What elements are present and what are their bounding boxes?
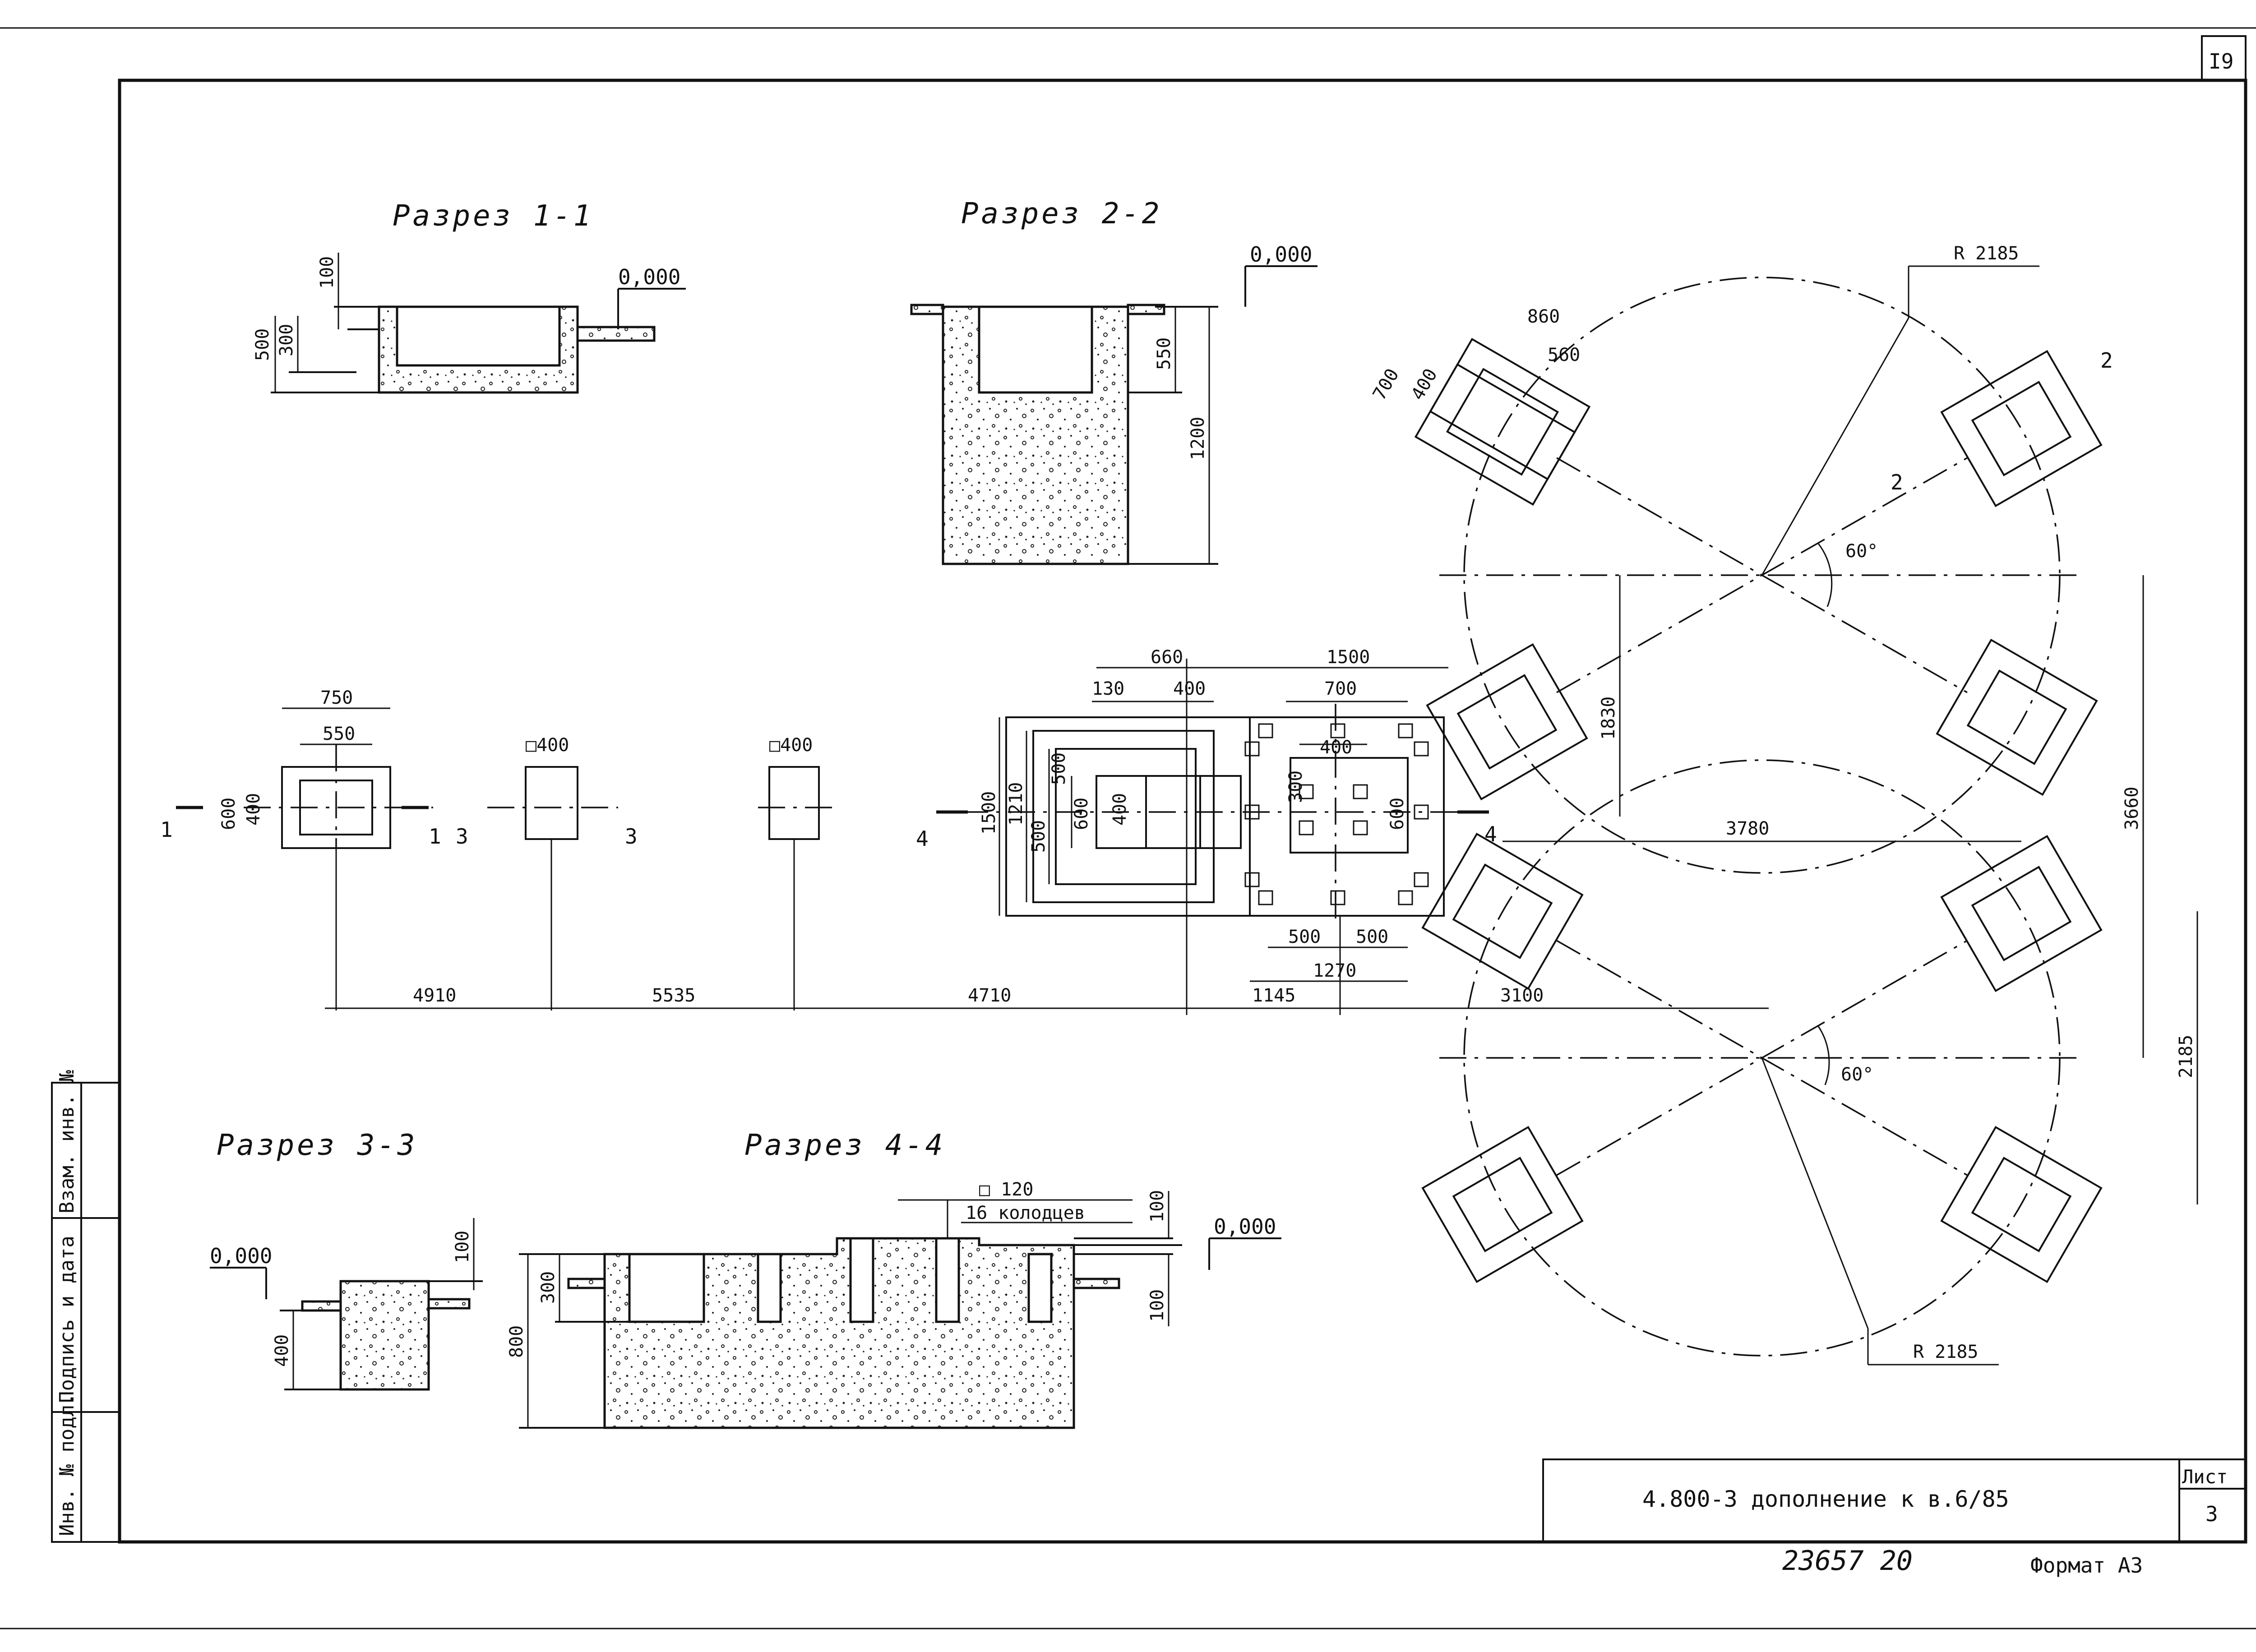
svg-text:100: 100 [452, 1231, 473, 1263]
svg-text:R 2185: R 2185 [1954, 243, 2019, 264]
svg-text:600: 600 [218, 798, 239, 830]
section-3-3: Разрез 3-3 100 400 0,000 [210, 1129, 483, 1391]
svg-text:1210: 1210 [1006, 782, 1026, 826]
svg-text:3780: 3780 [1726, 818, 1769, 839]
svg-text:750: 750 [320, 688, 353, 708]
svg-text:860: 860 [1527, 306, 1560, 327]
svg-text:700: 700 [1324, 678, 1357, 699]
svg-text:0,000: 0,000 [1250, 242, 1312, 267]
svg-text:100: 100 [1147, 1190, 1168, 1223]
svg-text:R 2185: R 2185 [1913, 1342, 1979, 1362]
svg-text:400: 400 [1110, 793, 1130, 826]
svg-text:60°: 60° [1841, 1064, 1873, 1085]
svg-text:3660: 3660 [2122, 787, 2142, 830]
list-label: Лист [2182, 1466, 2228, 1488]
svg-text:1270: 1270 [1313, 960, 1356, 981]
section-3-title: Разрез 3-3 [217, 1129, 417, 1162]
svg-text:550: 550 [1154, 337, 1174, 370]
section-1-title: Разрез 1-1 [393, 199, 593, 233]
svg-text:500: 500 [1356, 927, 1388, 947]
svg-text:3100: 3100 [1500, 985, 1544, 1006]
format-label: Формат А3 [2030, 1553, 2143, 1578]
svg-text:0,000: 0,000 [210, 1244, 272, 1268]
svg-text:1145: 1145 [1252, 985, 1295, 1006]
svg-text:560: 560 [1548, 345, 1580, 365]
page-number: I9 [2209, 49, 2233, 74]
title-block: Лист 3 4.800-3 дополнение к в.6/85 23657… [1542, 1458, 2247, 1578]
svg-text:500: 500 [252, 328, 273, 361]
svg-text:100: 100 [317, 256, 337, 289]
stamp-signature-date: Подпись и дата [55, 1236, 79, 1403]
svg-text:600: 600 [1071, 798, 1092, 830]
svg-text:1830: 1830 [1598, 697, 1619, 740]
pad-ul [1414, 338, 1591, 506]
svg-text:400: 400 [1407, 365, 1442, 404]
foundation-plan: 750 550 600 400 1 1 □400 3 3 □400 [160, 647, 1769, 1015]
svg-text:□ 120: □ 120 [979, 1179, 1033, 1200]
svg-text:1500: 1500 [979, 791, 999, 835]
svg-text:16 колодцев: 16 колодцев [966, 1203, 1085, 1223]
section-1-1: Разрез 1-1 500 300 100 0,000 [252, 199, 686, 394]
svg-text:0,000: 0,000 [1214, 1214, 1276, 1239]
side-stamp: Инв. № подл. Подпись и дата Взам. инв. № [51, 1070, 120, 1543]
section-4-4: Разрез 4-4 300 800 100 100 □ 120 16 коло… [506, 1129, 1281, 1429]
svg-text:500: 500 [1028, 820, 1049, 853]
svg-text:4910: 4910 [413, 985, 456, 1006]
stamp-inv-original: Инв. № подл. [55, 1393, 79, 1536]
svg-text:600: 600 [1387, 798, 1408, 830]
svg-text:1: 1 [429, 824, 441, 849]
svg-text:400: 400 [272, 1334, 292, 1367]
svg-text:4: 4 [916, 826, 929, 851]
well-markers [1244, 723, 1429, 905]
circular-plans: R 2185 R 2185 60° 60° 1830 3660 2185 378… [1369, 243, 2198, 1366]
svg-text:800: 800 [506, 1325, 527, 1358]
svg-text:500: 500 [1049, 752, 1069, 785]
section-4-title: Разрез 4-4 [744, 1129, 945, 1162]
section-2-2: Разрез 2-2 550 1200 0,000 [910, 197, 1318, 565]
svg-text:300: 300 [1285, 771, 1306, 803]
svg-text:2: 2 [1891, 470, 1903, 494]
section-2-title: Разрез 2-2 [961, 197, 1162, 231]
svg-text:300: 300 [538, 1271, 559, 1304]
svg-text:550: 550 [323, 724, 355, 744]
inventory-code: 23657 20 [1782, 1545, 1913, 1577]
svg-text:700: 700 [1369, 365, 1403, 404]
svg-text:500: 500 [1288, 927, 1321, 947]
svg-text:400: 400 [243, 793, 264, 826]
svg-text:400: 400 [1173, 678, 1206, 699]
svg-text:□400: □400 [769, 735, 813, 756]
svg-text:2: 2 [2100, 348, 2113, 373]
svg-text:660: 660 [1151, 647, 1183, 668]
svg-text:0,000: 0,000 [618, 265, 680, 289]
svg-text:4710: 4710 [968, 985, 1011, 1006]
svg-text:1: 1 [160, 817, 173, 842]
svg-text:100: 100 [1147, 1289, 1168, 1322]
sheet-frame: I9 [0, 27, 2256, 1629]
svg-text:3: 3 [625, 824, 638, 849]
svg-text:400: 400 [1320, 737, 1352, 758]
svg-text:2185: 2185 [2176, 1035, 2196, 1078]
svg-text:□400: □400 [526, 735, 569, 756]
list-number: 3 [2205, 1502, 2218, 1526]
svg-text:1200: 1200 [1188, 417, 1208, 460]
svg-text:5535: 5535 [652, 985, 695, 1006]
svg-text:3: 3 [456, 824, 468, 849]
svg-text:130: 130 [1092, 678, 1124, 699]
svg-text:1500: 1500 [1327, 647, 1370, 668]
sheet-designation: 4.800-3 дополнение к в.6/85 [1642, 1486, 2009, 1512]
stamp-replace-inv: Взам. инв. № [55, 1070, 79, 1214]
svg-text:300: 300 [276, 324, 297, 356]
svg-text:60°: 60° [1845, 541, 1878, 562]
